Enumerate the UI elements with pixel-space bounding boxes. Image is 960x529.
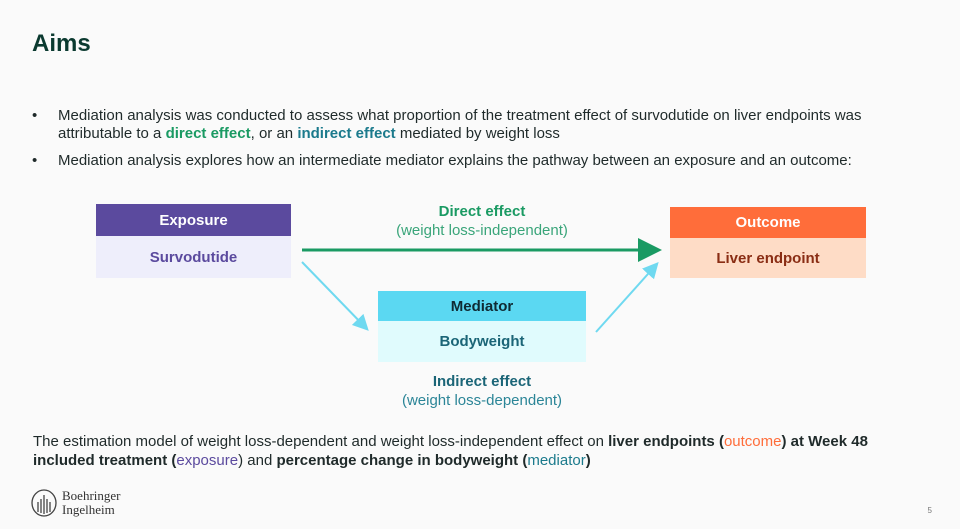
text: Mediation analysis was conducted to asse… xyxy=(58,107,862,142)
text: ( xyxy=(714,433,724,450)
page-number: 5 xyxy=(927,506,932,515)
indirect-effect-title: Indirect effect xyxy=(432,373,532,390)
text: The estimation model of weight loss-depe… xyxy=(33,433,609,450)
mediator-term: mediator xyxy=(527,452,586,469)
bullet-dot: • xyxy=(32,107,38,124)
logo-line1: Boehringer xyxy=(62,488,121,503)
page-title: Aims xyxy=(32,30,91,57)
text: , or an xyxy=(250,125,298,142)
exposure-box: Exposure Survodutide xyxy=(96,204,291,278)
direct-effect-label: Direct effect (weight loss-independent) xyxy=(362,202,602,240)
text: liver endpoints xyxy=(608,433,715,450)
mediator-body: Bodyweight xyxy=(378,321,586,362)
text: Mediation analysis explores how an inter… xyxy=(58,152,852,169)
exposure-body: Survodutide xyxy=(96,236,291,278)
exposure-term: exposure xyxy=(176,452,239,469)
logo-icon xyxy=(31,489,57,517)
text: ) at Week 48 included xyxy=(33,433,868,469)
text: percentage change in bodyweight xyxy=(276,452,519,469)
outcome-box: Outcome Liver endpoint xyxy=(670,207,866,278)
indirect-effect-term: indirect effect xyxy=(297,125,396,142)
outcome-term: outcome xyxy=(723,433,782,450)
direct-effect-term: direct effect xyxy=(165,125,251,142)
exposure-to-mediator-arrow xyxy=(301,261,369,331)
text: treatment xyxy=(98,452,168,469)
indirect-effect-subtitle: (weight loss-dependent) xyxy=(401,392,563,409)
bullet-dot: • xyxy=(32,152,38,169)
bullet-1: • Mediation analysis was conducted to as… xyxy=(30,107,910,143)
outcome-header: Outcome xyxy=(670,207,866,238)
exposure-header: Exposure xyxy=(96,204,291,236)
conclusion-text: The estimation model of weight loss-depe… xyxy=(33,432,933,470)
bullet-2: • Mediation analysis explores how an int… xyxy=(30,152,910,170)
text: ) xyxy=(585,452,591,469)
text: ) and xyxy=(238,452,277,469)
direct-effect-title: Direct effect xyxy=(438,203,526,220)
indirect-effect-label: Indirect effect (weight loss-dependent) xyxy=(362,372,602,410)
logo-line2: Ingelheim xyxy=(62,502,115,517)
direct-effect-subtitle: (weight loss-independent) xyxy=(396,222,568,239)
text: ( xyxy=(518,452,528,469)
outcome-body: Liver endpoint xyxy=(670,238,866,278)
text: ( xyxy=(167,452,177,469)
text: mediated by weight loss xyxy=(395,125,560,142)
mediator-to-outcome-arrow xyxy=(595,262,659,333)
mediator-box: Mediator Bodyweight xyxy=(378,291,586,362)
mediator-header: Mediator xyxy=(378,291,586,321)
